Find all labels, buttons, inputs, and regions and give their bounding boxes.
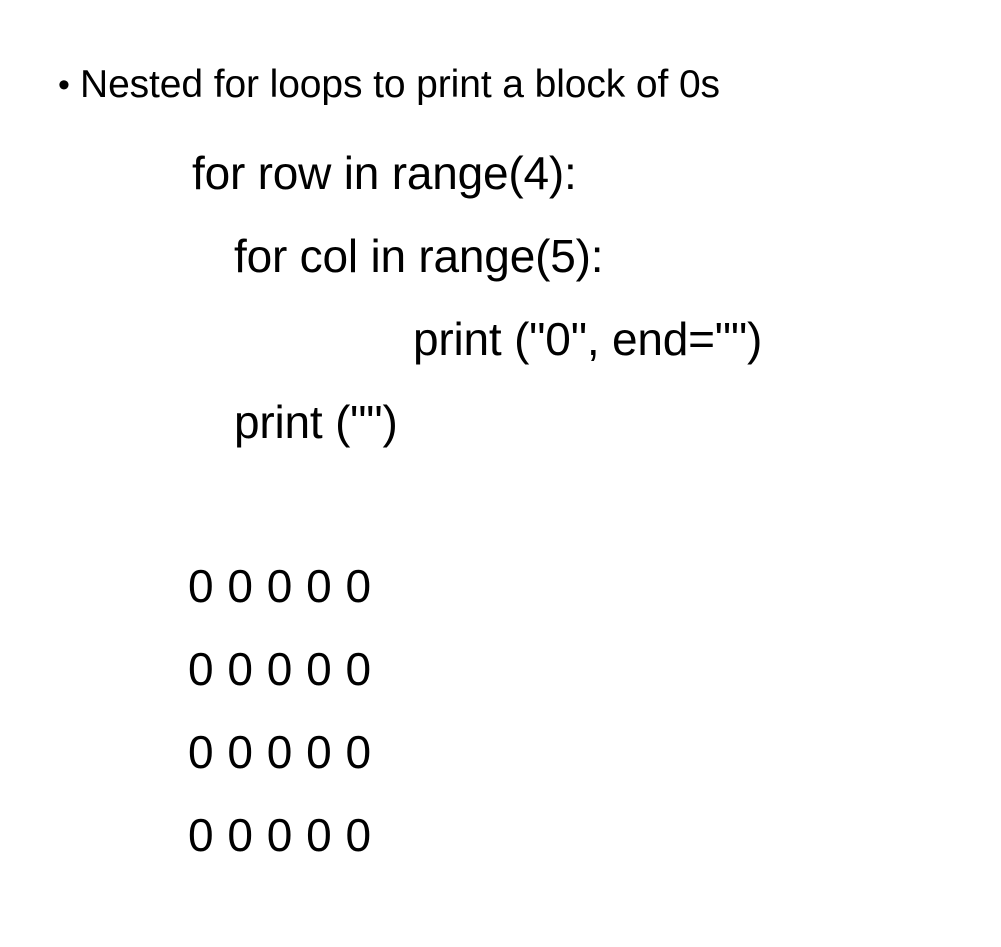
code-line-print-zero: print ("0", end="") (413, 313, 763, 365)
output-row: 0 0 0 0 0 (188, 809, 372, 861)
bullet-point-icon: • (58, 66, 70, 104)
bullet-list-item: • Nested for loops to print a block of 0… (58, 62, 720, 108)
output-row: 0 0 0 0 0 (188, 560, 372, 612)
code-line-print-newline: print ("") (234, 396, 398, 448)
bullet-item-label: Nested for loops to print a block of 0s (80, 63, 720, 106)
code-line-for-col: for col in range(5): (234, 230, 604, 282)
output-row: 0 0 0 0 0 (188, 643, 372, 695)
output-row: 0 0 0 0 0 (188, 726, 372, 778)
code-block: for row in range(4): for col in range(5)… (0, 132, 1001, 464)
code-line-for-row: for row in range(4): (192, 147, 577, 199)
program-output-block: 0 0 0 0 0 0 0 0 0 0 0 0 0 0 0 0 0 0 0 0 (188, 545, 372, 877)
